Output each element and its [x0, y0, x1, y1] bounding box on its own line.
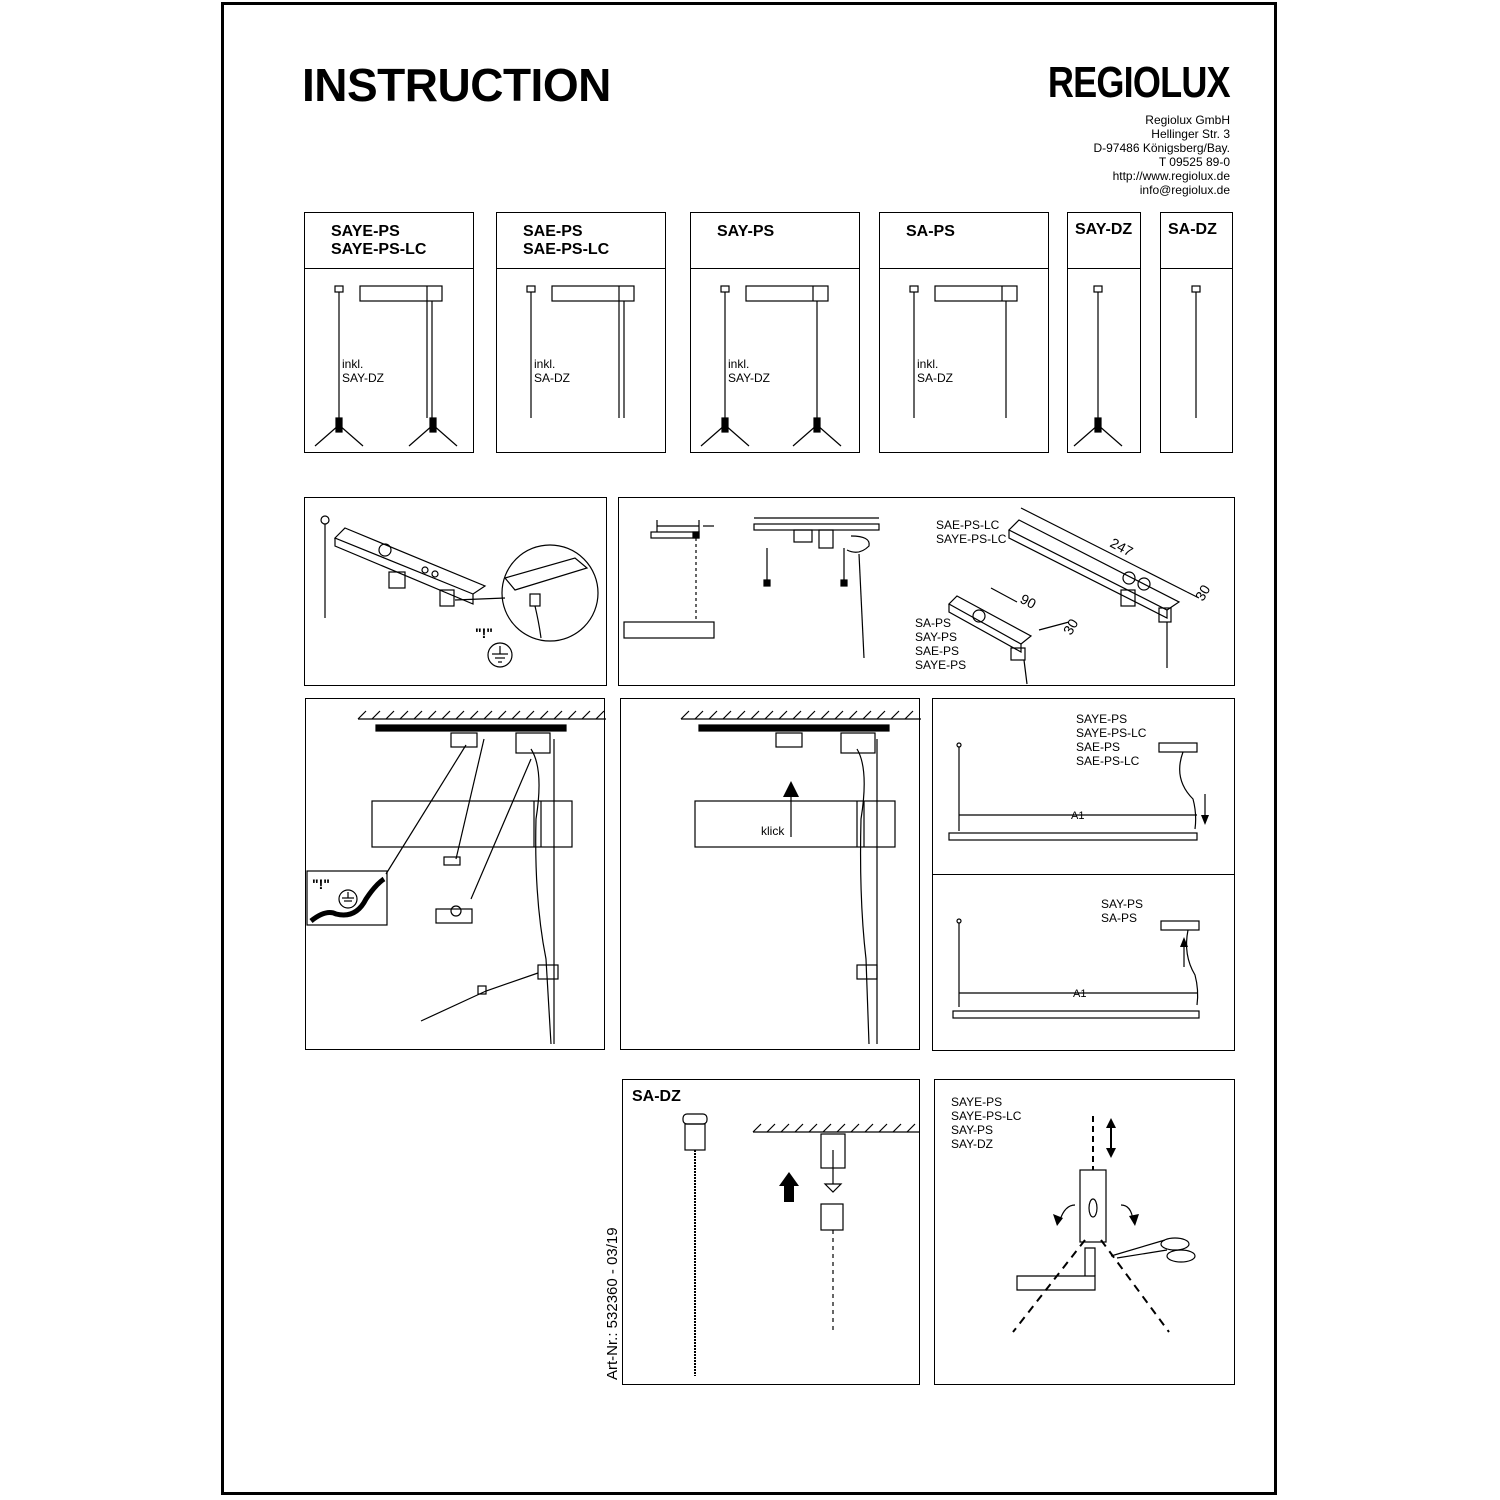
earth-icon [487, 642, 513, 668]
dimension-30: 30 [1192, 582, 1214, 604]
product-note: inkl.SA-DZ [917, 357, 953, 385]
article-number: Art-Nr.: 532360 - 03/19 [604, 1227, 621, 1380]
dimension-30: 30 [1060, 616, 1082, 638]
product-header: SAY-PS [691, 213, 859, 269]
dimension-a1: A1 [1073, 988, 1086, 1000]
product-panel-sa-dz: SA-DZ [1160, 212, 1233, 453]
adjustment-drawing [1012, 1116, 1196, 1333]
model-label: SAE-PS-LC [936, 518, 1000, 532]
product-header: SA-PS [880, 213, 1048, 269]
brand-logo: REGIOLUX [1048, 58, 1231, 107]
dimension-a1: A1 [1071, 810, 1084, 822]
product-note: inkl.SA-DZ [534, 357, 570, 385]
model-label: SAYE-PS [915, 658, 966, 672]
address-line: D-97486 Königsberg/Bay. [1093, 141, 1230, 155]
product-note: inkl.SAY-DZ [342, 357, 385, 385]
dimension-247: 247 [1108, 535, 1136, 560]
pendant-drawing [1073, 285, 1123, 447]
step-earth-connection: "!" [304, 497, 607, 686]
click-drawing: klick [680, 710, 921, 1045]
klick-label: klick [761, 824, 785, 838]
pendant-drawing [314, 285, 458, 447]
length-drawing: A1 [952, 918, 1200, 1019]
product-name: SAY-DZ [1075, 221, 1133, 238]
arrow-up-icon [783, 781, 799, 797]
address-line: Regiolux GmbH [1145, 113, 1230, 127]
product-name: SAY-PS [717, 223, 775, 240]
instruction-sheet [221, 2, 1277, 1495]
length-drawing: A1 [948, 742, 1209, 841]
sa-dz-drawing [682, 1113, 919, 1376]
model-label: SAYE-PS-LC [936, 532, 1007, 546]
arrow-up-icon [1180, 937, 1188, 947]
product-note: inkl.SAY-DZ [728, 357, 771, 385]
product-name: SA-DZ [1168, 221, 1217, 238]
product-header: SAY-DZ [1068, 213, 1140, 269]
earth-icon [338, 889, 358, 909]
product-name: SA-PS [906, 223, 955, 240]
attention-symbol: "!" [312, 876, 330, 892]
rotate-left-icon [1053, 1214, 1063, 1226]
pendant-drawing [909, 285, 1018, 418]
company-address: Regiolux GmbH Hellinger Str. 3 D-97486 K… [1093, 113, 1230, 197]
step-electrical-connection: "!" [305, 698, 606, 1050]
pendant-drawing [526, 285, 635, 418]
model-label: SA-PS [915, 616, 951, 630]
address-line: http://www.regiolux.de [1112, 169, 1230, 183]
connection-drawing: "!" [306, 710, 606, 1045]
model-label: SAY-PS [915, 630, 957, 644]
product-panel-say-dz: SAY-DZ [1067, 212, 1141, 453]
product-panel-sa: SA-PS inkl.SA-DZ [879, 212, 1049, 453]
step-sa-dz: SA-DZ [622, 1079, 920, 1385]
rotate-right-icon [1129, 1214, 1139, 1226]
step-ceiling-fixing: SAE-PS-LC SAYE-PS-LC SA-PS SAY-PS SAE-PS… [618, 497, 1235, 686]
page-title: INSTRUCTION [302, 59, 611, 111]
address-line: Hellinger Str. 3 [1151, 127, 1230, 141]
address-line: info@regiolux.de [1139, 183, 1230, 197]
fixing-drawing: SAE-PS-LC SAYE-PS-LC SA-PS SAY-PS SAE-PS… [623, 507, 1214, 685]
arrow-up-icon [779, 1172, 799, 1202]
product-panel-say: SAY-PS inkl.SAY-DZ [690, 212, 860, 453]
pendant-drawing [700, 285, 842, 447]
pendant-drawing [1191, 285, 1201, 418]
product-header: SA-DZ [1161, 213, 1232, 269]
section-title: SA-DZ [632, 1088, 681, 1105]
mounting-rail-drawing: "!" [320, 515, 599, 668]
attention-symbol: "!" [475, 625, 493, 641]
double-arrow-icon [1106, 1118, 1116, 1158]
arrow-down-icon [1201, 815, 1209, 825]
model-label: SAE-PS [915, 644, 959, 658]
step-click-mount: klick [620, 698, 921, 1050]
address-line: T 09525 89-0 [1158, 155, 1230, 169]
dimension-90: 90 [1018, 591, 1039, 613]
